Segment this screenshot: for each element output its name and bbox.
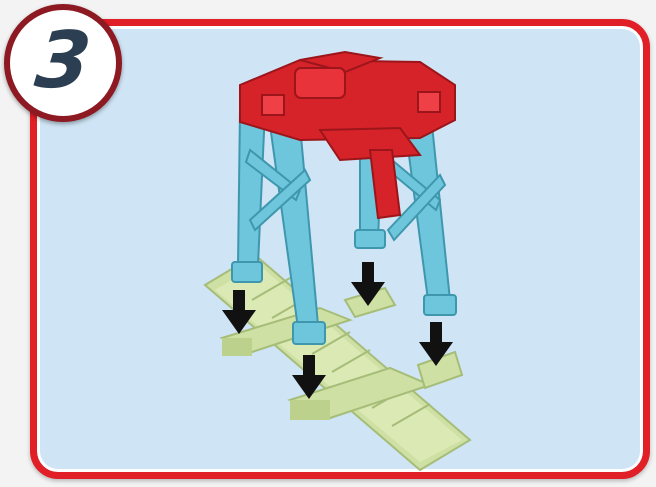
arrow-down-icon: [222, 290, 256, 334]
step-badge: 3: [4, 4, 122, 122]
arrow-down-icon: [351, 262, 385, 306]
crane-legs: [231, 109, 457, 345]
crane-top: [239, 50, 456, 220]
placement-arrows: [222, 262, 453, 399]
arrow-down-icon: [292, 355, 326, 399]
arrow-down-icon: [419, 322, 453, 366]
